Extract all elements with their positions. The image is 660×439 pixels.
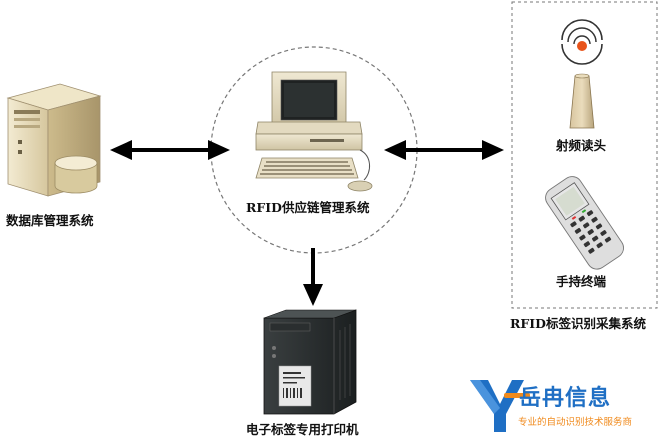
handheld-terminal-label: 手持终端	[556, 274, 607, 289]
brand-name: 岳冉信息	[519, 386, 612, 411]
brand-tagline: 专业的自动识别技术服务商	[518, 417, 633, 428]
arrow-database-scm	[110, 140, 230, 160]
printer-icon	[263, 309, 357, 415]
database-label: 数据库管理系统	[6, 213, 94, 228]
scm-label: RFID供应链管理系统	[246, 200, 370, 215]
rfid-reader-icon	[561, 19, 603, 129]
database-server-icon	[6, 83, 102, 197]
handheld-terminal-icon	[545, 176, 624, 270]
collection-dashed-box	[511, 1, 658, 309]
collection-system-label: RFID标签识别采集系统	[510, 316, 646, 331]
arrow-scm-collection	[384, 140, 504, 160]
computer-icon	[255, 71, 373, 192]
arrow-scm-printer	[303, 248, 323, 306]
printer-label: 电子标签专用打印机	[246, 422, 359, 437]
rfid-reader-label: 射频读头	[556, 138, 607, 153]
brand-logo-icon	[470, 380, 530, 432]
